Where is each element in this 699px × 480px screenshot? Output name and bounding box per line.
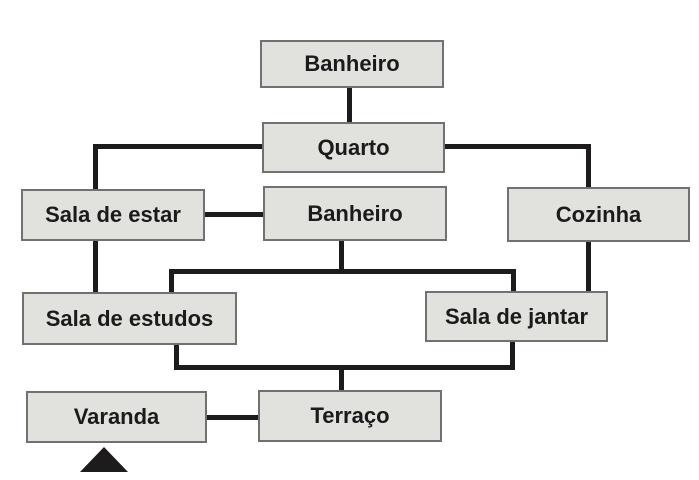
room-node-terraco: Terraço <box>258 390 442 442</box>
entrance-triangle-icon <box>80 447 128 472</box>
connector-segment-bus2-h <box>173 365 515 370</box>
room-label-banheiro-meio: Banheiro <box>307 200 403 226</box>
room-label-sala-de-estudos: Sala de estudos <box>45 305 214 331</box>
connector-segment-quarto-estar-h <box>92 143 264 149</box>
connector-segment-quarto-estar-v <box>92 143 98 191</box>
room-label-sala-de-jantar: Sala de jantar <box>444 303 589 329</box>
connector-segment-bus2-terraco-v <box>338 365 344 391</box>
room-label-cozinha: Cozinha <box>555 201 642 227</box>
room-node-varanda: Varanda <box>26 391 207 443</box>
connector-segment-estudos-bus2-v <box>173 344 179 370</box>
room-label-varanda: Varanda <box>73 404 160 429</box>
room-node-cozinha: Cozinha <box>507 187 690 242</box>
connector-segment-estar-estudos-v <box>92 240 98 293</box>
connector-segment-estar-banheiro-h <box>204 211 264 217</box>
connector-segment-cozinha-jantar-v <box>585 241 591 292</box>
connector-segment-bus-estudos-v <box>168 269 174 293</box>
room-node-quarto: Quarto <box>262 122 445 173</box>
connector-segment-varanda-terraco-h <box>206 414 259 420</box>
connector-segment-quarto-cozinha-h <box>444 143 591 149</box>
room-node-banheiro-meio: Banheiro <box>263 186 447 241</box>
room-node-banheiro-topo: Banheiro <box>260 40 444 88</box>
room-label-quarto: Quarto <box>317 134 390 160</box>
room-node-sala-de-estar: Sala de estar <box>21 189 205 241</box>
connector-segment-jantar-bus2-v <box>509 341 515 370</box>
room-label-terraco: Terraço <box>310 403 390 428</box>
room-node-sala-de-jantar: Sala de jantar <box>425 291 608 342</box>
connector-segment-banheiro-bus-h <box>168 269 516 274</box>
connector-segment-quarto-cozinha-v <box>585 143 591 189</box>
room-label-sala-de-estar: Sala de estar <box>45 202 181 227</box>
room-node-sala-de-estudos: Sala de estudos <box>22 292 237 345</box>
connector-segment-banheiro-bus-v <box>338 240 344 271</box>
connector-segment-banheiro-topo-quarto-v <box>346 86 352 124</box>
room-label-banheiro-topo: Banheiro <box>304 51 400 76</box>
connector-segment-bus-jantar-v <box>510 269 516 292</box>
